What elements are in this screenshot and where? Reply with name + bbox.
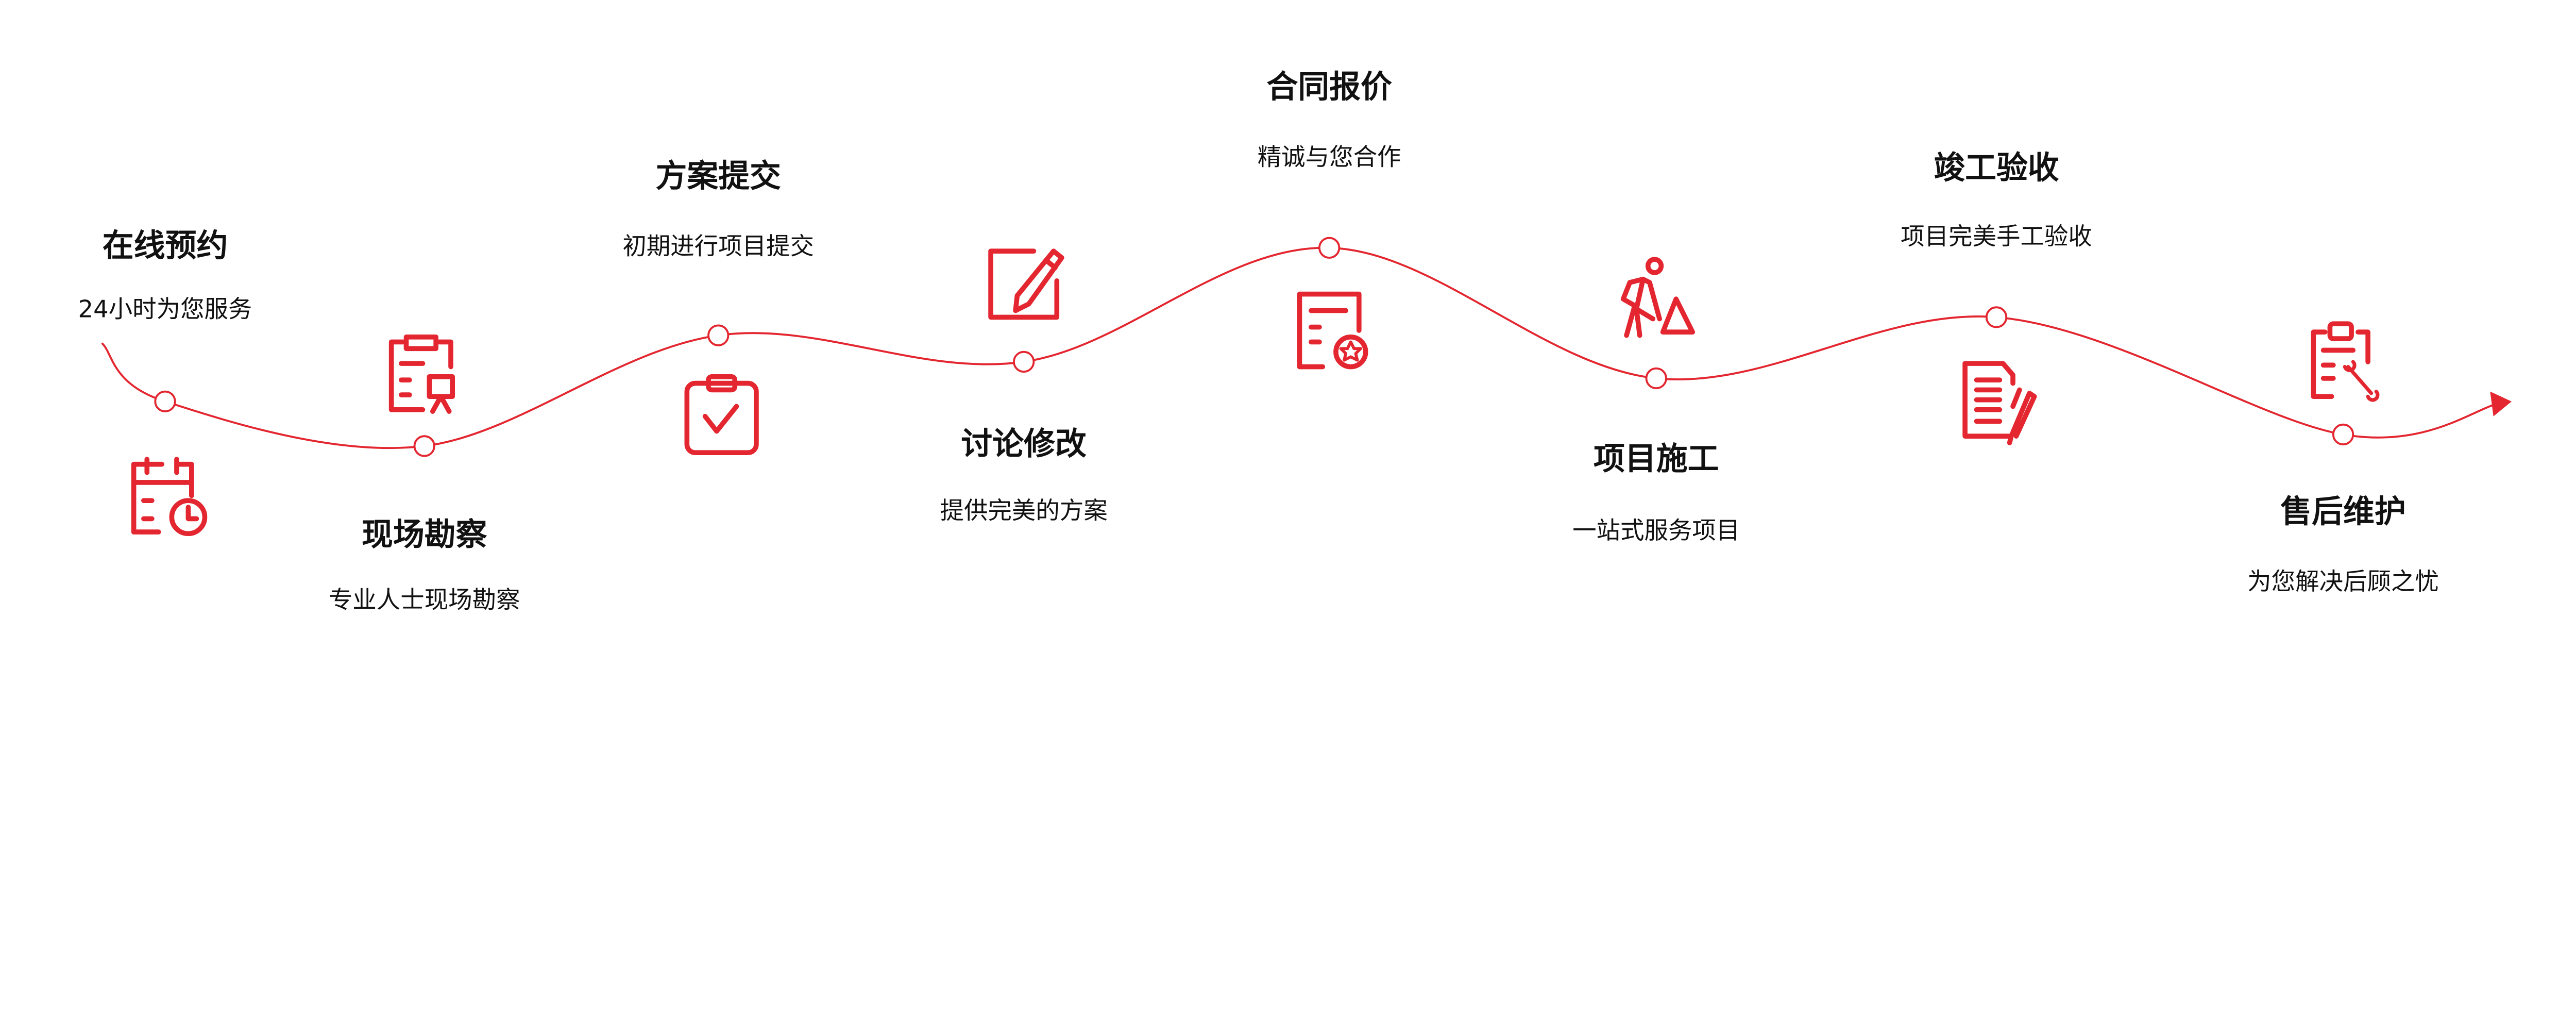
edit-pencil-icon [988, 248, 1064, 320]
document-pen-icon [1962, 361, 2037, 445]
step-7-subtitle: 项目完美手工验收 [1901, 222, 2092, 250]
clipboard-presentation-icon [388, 335, 455, 414]
step-8-subtitle: 为您解决后顾之忧 [2247, 568, 2439, 595]
construction-worker-icon [1620, 257, 1696, 338]
arrow-head-icon [2490, 391, 2512, 416]
timeline-node-4 [1013, 351, 1035, 373]
step-7-title: 竣工验收 [1934, 149, 2059, 186]
timeline-node-6 [1645, 367, 1667, 390]
process-timeline: 在线预约 24小时为您服务 现场勘察 专业人士现场勘察 方案提交 初期进行项目提… [78, 69, 2512, 613]
step-1-title: 在线预约 [103, 227, 228, 264]
step-6-subtitle: 一站式服务项目 [1572, 516, 1740, 544]
document-star-icon [1297, 291, 1368, 370]
step-4-title: 讨论修改 [961, 425, 1087, 462]
step-2-subtitle: 专业人士现场勘察 [329, 586, 520, 613]
step-5-subtitle: 精诚与您合作 [1258, 143, 1401, 171]
step-3-title: 方案提交 [655, 158, 781, 194]
step-4-subtitle: 提供完美的方案 [940, 496, 1108, 524]
timeline-node-2 [413, 435, 435, 457]
step-6-title: 项目施工 [1594, 440, 1719, 477]
timeline-node-7 [1985, 306, 2008, 328]
clipboard-wrench-icon [2311, 321, 2380, 402]
step-2-title: 现场勘察 [362, 516, 487, 553]
timeline-curve [101, 246, 2501, 449]
step-5-title: 合同报价 [1266, 69, 1392, 105]
timeline-node-3 [707, 324, 730, 346]
calendar-clock-icon [131, 457, 208, 537]
timeline-node-8 [2332, 423, 2354, 446]
step-1-subtitle: 24小时为您服务 [78, 295, 252, 323]
timeline-node-5 [1318, 237, 1341, 259]
clipboard-check-icon [684, 374, 759, 456]
step-8-title: 售后维护 [2280, 493, 2406, 530]
timeline-node-1 [154, 390, 176, 412]
step-3-subtitle: 初期进行项目提交 [622, 232, 814, 260]
